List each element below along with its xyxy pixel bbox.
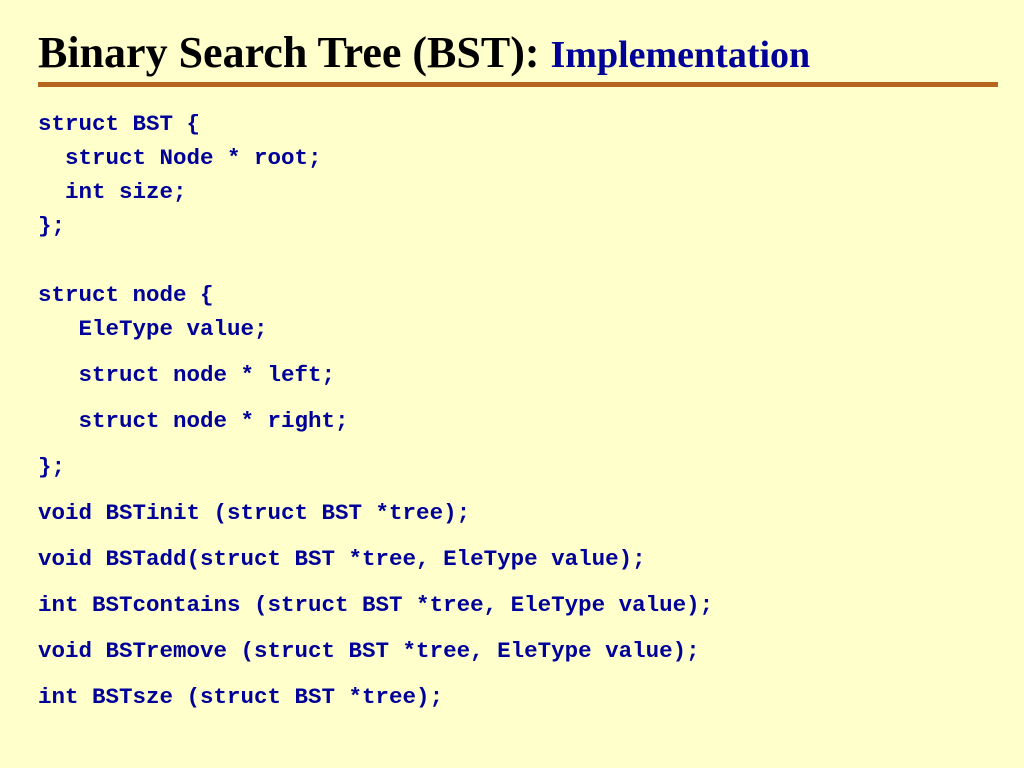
slide-subtitle: Implementation — [550, 34, 811, 76]
code-line-bst-root: struct Node * root; — [38, 145, 322, 171]
code-line-bst-close: }; — [38, 213, 66, 239]
code-line-fn-contains: int BSTcontains (struct BST *tree, EleTy… — [38, 592, 714, 618]
code-line-node-value: EleType value; — [38, 316, 268, 342]
code-line-node-open: struct node { — [38, 282, 214, 308]
code-line-bst-size: int size; — [38, 179, 187, 205]
code-line-fn-add: void BSTadd(struct BST *tree, EleType va… — [38, 546, 646, 572]
code-line-node-left: struct node * left; — [38, 362, 336, 388]
slide-title-text: Binary Search Tree (BST): — [38, 28, 551, 77]
code-line-fn-init: void BSTinit (struct BST *tree); — [38, 500, 471, 526]
code-line-bst-open: struct BST { — [38, 111, 201, 137]
code-line-node-close: }; — [38, 454, 66, 480]
code-line-node-right: struct node * right; — [38, 408, 349, 434]
code-line-fn-size: int BSTsze (struct BST *tree); — [38, 684, 444, 710]
slide-title: Binary Search Tree (BST): Implementation — [38, 26, 810, 82]
title-divider — [38, 82, 998, 87]
code-line-fn-remove: void BSTremove (struct BST *tree, EleTyp… — [38, 638, 700, 664]
